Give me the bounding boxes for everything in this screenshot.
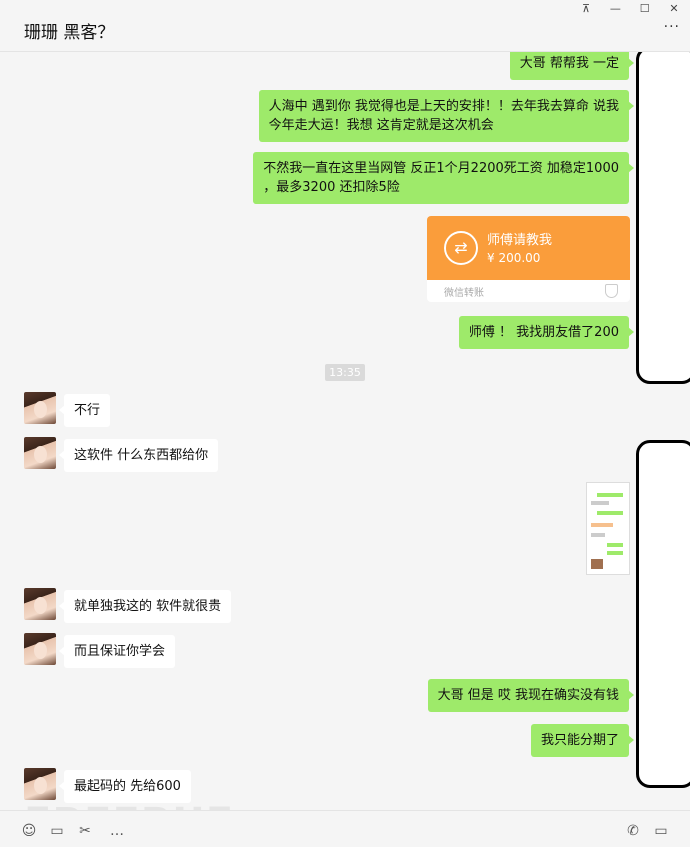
transfer-amount: ¥ 200.00 xyxy=(487,251,541,265)
message-bubble[interactable]: 人海中 遇到你 我觉得也是上天的安排！！去年我去算命 说我 今年走大运！我想 这… xyxy=(258,90,635,142)
message-outgoing: 不然我一直在这里当网管 反正1个月2200死工资 加稳定1000 ，最多3200… xyxy=(253,152,634,204)
folder-icon[interactable]: ▭ xyxy=(50,823,64,839)
message-incoming: 就单独我这的 软件就很贵 xyxy=(58,590,232,623)
chat-title: 珊珊 黑客？ xyxy=(24,23,115,43)
image-message[interactable] xyxy=(586,482,630,575)
message-bubble[interactable]: 师傅 ！ 我找朋友借了200 xyxy=(458,316,635,349)
more-options-button[interactable]: ··· xyxy=(663,19,680,35)
transfer-card-top: ⇄ 师傅请教我 ¥ 200.00 xyxy=(427,216,630,280)
phone-icon[interactable]: ✆ xyxy=(627,823,639,839)
transfer-title: 师傅请教我 xyxy=(487,233,553,248)
message-bubble[interactable]: 最起码的 先给600 xyxy=(59,770,191,803)
message-bubble[interactable]: 这软件 什么东西都给你 xyxy=(58,439,219,472)
message-bubble[interactable]: 不然我一直在这里当网管 反正1个月2200死工资 加稳定1000 ，最多3200… xyxy=(253,152,634,204)
minimize-button[interactable]: — xyxy=(609,1,621,15)
avatar[interactable] xyxy=(24,392,56,424)
shield-icon xyxy=(605,284,618,298)
avatar[interactable] xyxy=(24,633,56,665)
pin-icon[interactable]: ⊼ xyxy=(581,1,591,15)
avatar[interactable] xyxy=(24,588,56,620)
redaction-panel xyxy=(636,52,690,384)
chat-bubble-icon[interactable]: … xyxy=(110,823,124,839)
message-bubble[interactable]: 就单独我这的 软件就很贵 xyxy=(58,590,232,623)
message-outgoing: 我只能分期了 xyxy=(530,724,635,757)
message-bubble[interactable]: 大哥 帮帮我 一定 xyxy=(509,52,635,80)
message-outgoing: 人海中 遇到你 我觉得也是上天的安排！！去年我去算命 说我 今年走大运！我想 这… xyxy=(258,90,635,142)
message-bubble[interactable]: 而且保证你学会 xyxy=(58,635,176,668)
input-toolbar: ☺ ▭ ✂ … ✆ ▭ xyxy=(0,810,690,847)
message-incoming: 这软件 什么东西都给你 xyxy=(58,439,219,472)
message-incoming: 而且保证你学会 xyxy=(58,635,176,668)
chat-header: 珊珊 黑客？ ··· xyxy=(0,0,690,52)
message-outgoing: 大哥 帮帮我 一定 xyxy=(509,52,635,80)
message-bubble[interactable]: 我只能分期了 xyxy=(530,724,635,757)
transfer-icon: ⇄ xyxy=(444,231,478,265)
scissors-icon[interactable]: ✂ xyxy=(79,823,91,839)
avatar[interactable] xyxy=(24,768,56,800)
transfer-label: 微信转账 xyxy=(444,288,484,299)
avatar[interactable] xyxy=(24,437,56,469)
message-outgoing: 师傅 ！ 我找朋友借了200 xyxy=(458,316,635,349)
close-button[interactable]: ✕ xyxy=(669,1,679,15)
message-bubble[interactable]: 不行 xyxy=(58,394,111,427)
message-incoming: 最起码的 先给600 xyxy=(59,770,191,803)
window-controls: ⊼ — ☐ ✕ xyxy=(570,0,690,16)
emoji-icon[interactable]: ☺ xyxy=(21,823,37,839)
transfer-card[interactable]: ⇄ 师傅请教我 ¥ 200.00 微信转账 xyxy=(427,216,630,302)
redaction-panel xyxy=(636,440,690,788)
message-bubble[interactable]: 大哥 但是 哎 我现在确实没有钱 xyxy=(427,679,635,712)
transfer-card-footer: 微信转账 xyxy=(427,280,630,302)
maximize-button[interactable]: ☐ xyxy=(639,1,650,15)
message-list[interactable]: 大哥 帮帮我 一定 人海中 遇到你 我觉得也是上天的安排！！去年我去算命 说我 … xyxy=(0,52,690,810)
message-outgoing: 大哥 但是 哎 我现在确实没有钱 xyxy=(427,679,635,712)
video-icon[interactable]: ▭ xyxy=(654,823,668,839)
timestamp: 13:35 xyxy=(325,364,365,381)
message-incoming: 不行 xyxy=(58,394,111,427)
